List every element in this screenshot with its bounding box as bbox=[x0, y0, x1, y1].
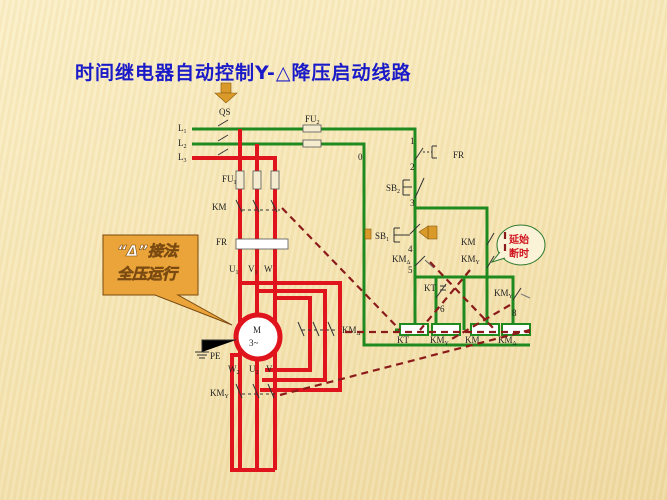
node-6: 6 bbox=[440, 304, 445, 314]
coil-kt-label: KT bbox=[397, 335, 409, 345]
svg-text:“Δ”接法: “Δ”接法 bbox=[117, 242, 180, 260]
v2-label: V bbox=[266, 364, 273, 374]
svg-text:M: M bbox=[253, 325, 261, 335]
node-4: 4 bbox=[408, 244, 413, 254]
sb2-stop-button[interactable] bbox=[402, 177, 425, 199]
sb1-arrow-icons bbox=[364, 225, 438, 240]
qs-label: QS bbox=[219, 107, 231, 117]
sb1-label: SB1 bbox=[375, 231, 389, 243]
node-3: 3 bbox=[410, 198, 415, 208]
km-delta-nc-contact bbox=[414, 255, 435, 269]
fuse-fu2 bbox=[302, 124, 322, 148]
km-delta-main-contacts bbox=[297, 321, 338, 337]
fr-control-contact bbox=[414, 145, 437, 161]
sb2-label: SB2 bbox=[386, 183, 400, 195]
mechanical-linkage-lines bbox=[279, 207, 531, 397]
sb1-start-button[interactable] bbox=[393, 223, 421, 243]
power-circuit bbox=[192, 129, 342, 472]
w2-label: W2 bbox=[228, 364, 240, 376]
coil-kmd bbox=[501, 323, 531, 336]
qs-switch bbox=[217, 119, 229, 156]
node-0: 0 bbox=[358, 152, 363, 162]
u2-label: U2 bbox=[249, 364, 259, 376]
km-y-main-contacts bbox=[235, 383, 276, 399]
u1-label: U1 bbox=[229, 264, 239, 276]
w1-label: W bbox=[264, 264, 273, 274]
svg-text:全压运行: 全压运行 bbox=[117, 265, 180, 283]
fr-ctrl-label: FR bbox=[453, 150, 464, 160]
fr-thermal-relay bbox=[235, 238, 289, 250]
kt-ctrl-label: KT bbox=[424, 283, 436, 293]
km-ctrl-left-label: KMΔ bbox=[392, 254, 411, 266]
ground-pe bbox=[195, 339, 236, 359]
fu2-label: FU2 bbox=[305, 114, 320, 126]
callout-delta-full-voltage: “Δ”接法 全压运行 bbox=[102, 234, 233, 326]
down-arrow-icon bbox=[214, 82, 238, 104]
node-5: 5 bbox=[408, 265, 413, 275]
km-y-main-label: KMY bbox=[210, 388, 230, 400]
fu1-label: FU1 bbox=[222, 174, 237, 186]
l2-label: L2 bbox=[178, 138, 187, 150]
l3-label: L3 bbox=[178, 152, 187, 164]
node-2: 2 bbox=[410, 162, 415, 172]
km-main-label: KM bbox=[212, 202, 227, 212]
node-1: 1 bbox=[410, 136, 415, 146]
svg-text:3~: 3~ bbox=[249, 338, 259, 348]
coil-km-label: KM bbox=[465, 335, 480, 345]
km-hold-contacts bbox=[486, 232, 495, 269]
km-hold-label: KM bbox=[461, 237, 476, 247]
coil-km bbox=[470, 323, 500, 336]
bubble-delayed-open: 延始 断时 bbox=[490, 224, 546, 266]
fr-main-label: FR bbox=[216, 237, 227, 247]
coil-kmy bbox=[431, 323, 461, 336]
km-main-contacts bbox=[235, 199, 280, 213]
l1-label: L1 bbox=[178, 123, 187, 135]
km-delta-ctrl-label: KMY bbox=[494, 288, 514, 300]
pe-label: PE bbox=[210, 351, 221, 361]
svg-text:断时: 断时 bbox=[509, 247, 529, 260]
km-y-ctrl-label: KMY bbox=[461, 254, 481, 266]
km-y-nc-contact bbox=[512, 287, 531, 301]
node-8: 8 bbox=[512, 308, 517, 318]
motor: M 3~ bbox=[233, 312, 283, 362]
diagram-title: 时间继电器自动控制Y-△降压启动线路 bbox=[75, 62, 412, 84]
svg-text:延始: 延始 bbox=[508, 233, 529, 246]
fuse-fu1 bbox=[235, 170, 280, 190]
kt-timed-contact bbox=[435, 283, 447, 299]
v1-label: V1 bbox=[248, 264, 258, 276]
